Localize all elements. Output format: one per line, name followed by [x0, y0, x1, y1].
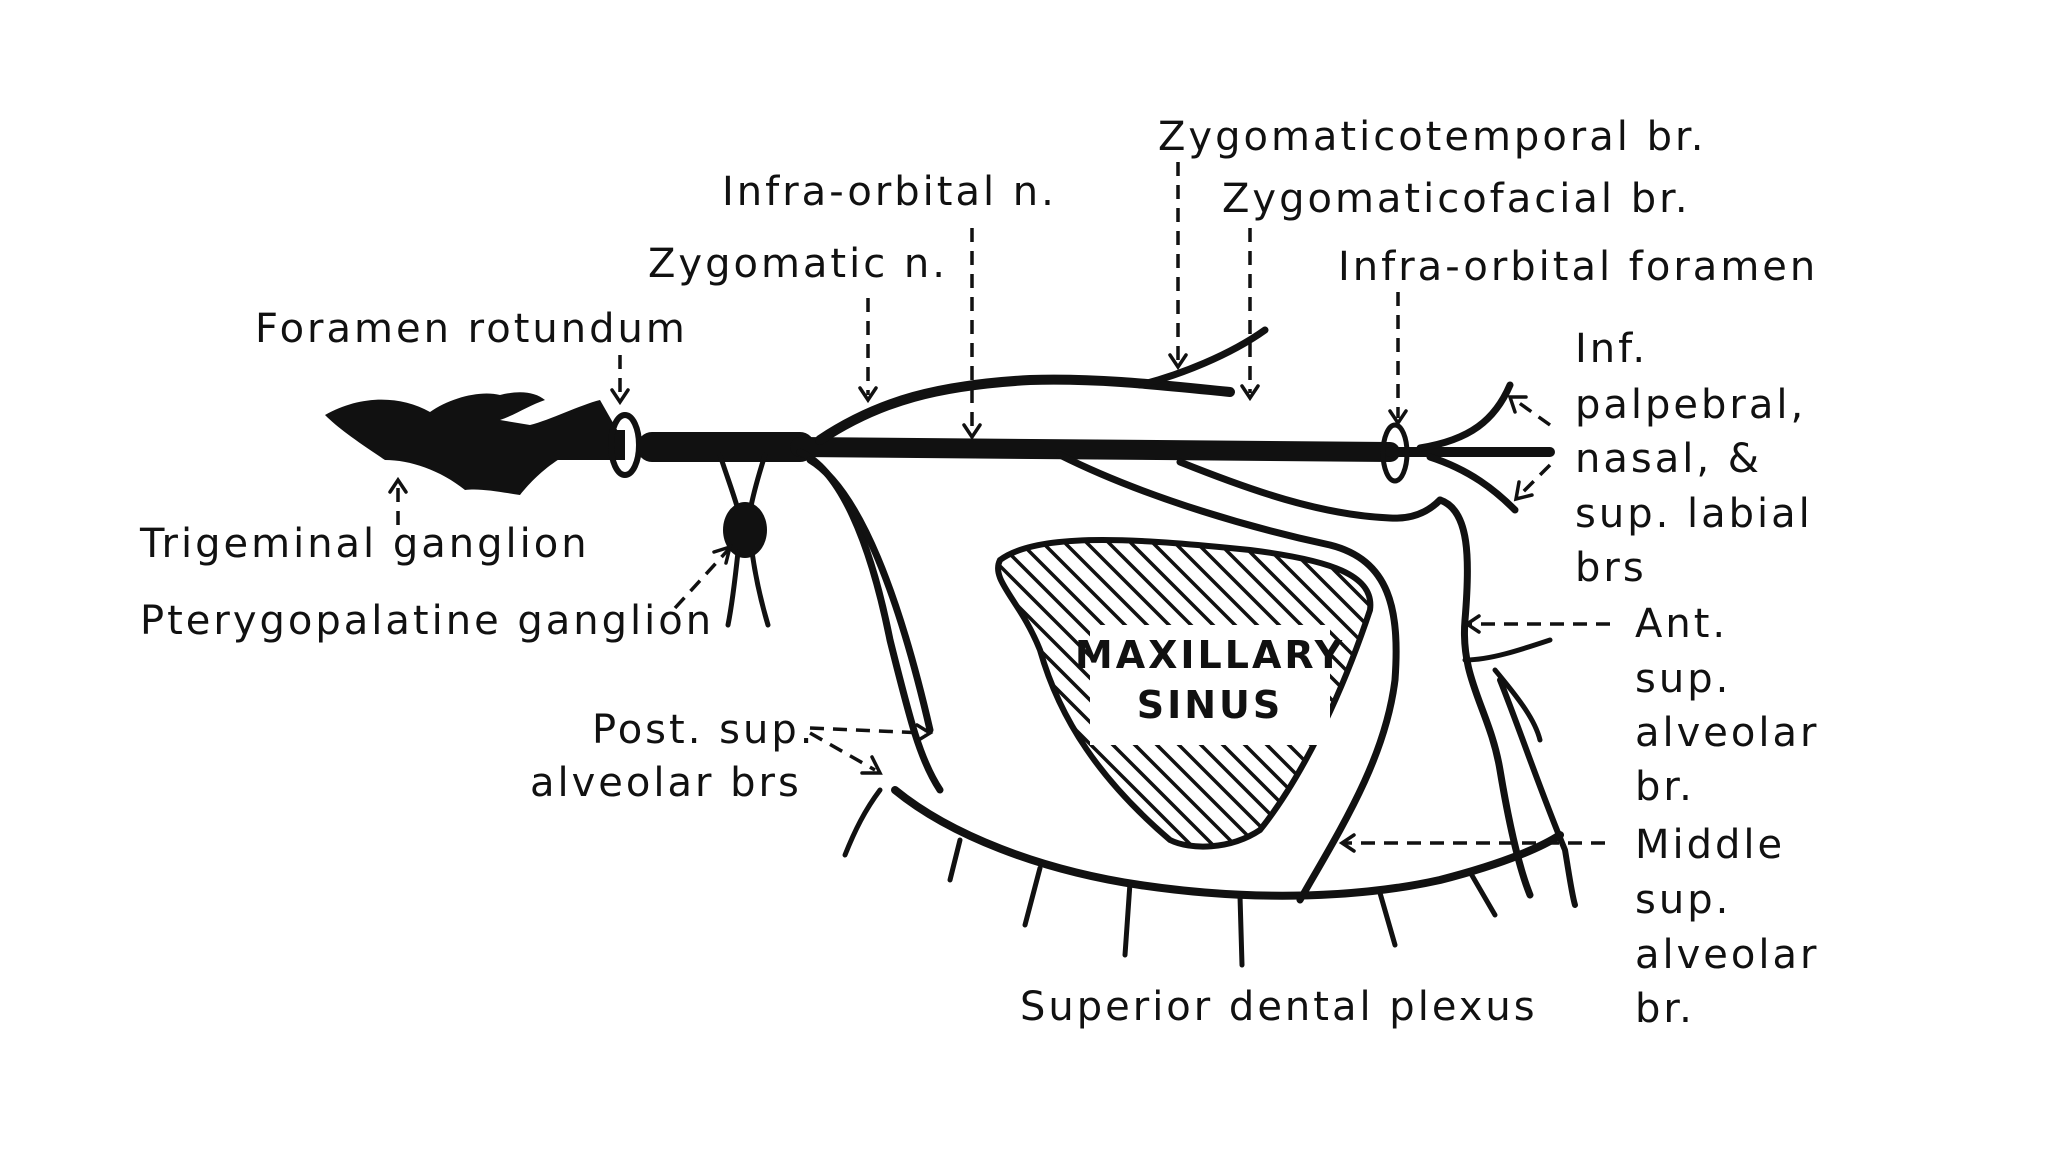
pterygopalatine-ganglion	[723, 502, 767, 558]
arrowhead	[1507, 395, 1528, 414]
sinus-hatch-line	[998, 540, 1230, 847]
ant-sup-alveolar-branch	[1436, 496, 1534, 899]
sinus-hatch-line	[998, 540, 1098, 847]
arrowhead	[1513, 480, 1534, 502]
labels: Zygomaticotemporal br. Zygomaticofacial …	[139, 114, 1819, 1032]
arrowhead	[712, 544, 733, 565]
zygomaticotemporal-branch	[1136, 326, 1269, 389]
ant-sup-alveolar-descending	[1497, 677, 1578, 908]
ant-sup-alveolar-twig	[1462, 637, 1553, 663]
superior-dental-plexus	[891, 786, 1564, 900]
post-sup-alveolar-twig	[842, 787, 883, 858]
arrowhead	[610, 388, 630, 406]
label-trigeminal-ganglion: Trigeminal ganglion	[139, 521, 590, 567]
ant-sup-alveolar-upper-loop	[1176, 458, 1444, 522]
arrowhead	[1168, 353, 1188, 371]
label-post-sup-alveolar-1: Post. sup.	[592, 707, 815, 753]
arrowhead	[1338, 833, 1356, 853]
label-infraorbital-n: Infra-orbital n.	[722, 169, 1057, 215]
infraorbital-nerve	[790, 437, 1400, 462]
terminal-branch-upper	[1416, 381, 1514, 452]
sinus-hatch-line	[634, 530, 964, 860]
sinus-hatch-line	[1292, 540, 1371, 847]
leader-pterygopalatine	[673, 548, 730, 610]
arrowhead	[388, 476, 408, 494]
label-foramen-rotundum: Foramen rotundum	[255, 306, 688, 352]
maxillary-sinus-outline	[995, 537, 1374, 850]
sinus-hatch-line	[1226, 540, 1371, 847]
sinus-hatch-line	[998, 540, 1120, 847]
dental-twigs	[947, 837, 1498, 968]
label-pterygopalatine-ganglion: Pterygopalatine ganglion	[140, 598, 714, 644]
post-sup-alveolar-branch-inner	[806, 456, 934, 734]
ganglion-trunk	[520, 430, 625, 460]
infraorbital-foramen-ring	[1380, 422, 1410, 484]
arrowhead	[915, 723, 934, 743]
dental-twig	[1022, 865, 1043, 928]
label-zygomaticofacial: Zygomaticofacial br.	[1222, 176, 1691, 222]
arrowhead	[1463, 614, 1481, 634]
label-zygomatic-n: Zygomatic n.	[648, 241, 948, 287]
leader-lines	[388, 162, 1610, 853]
sinus-label-backdrop	[1090, 625, 1330, 745]
dental-twig	[1467, 869, 1498, 918]
label-inf-palpebral-2: palpebral,	[1575, 382, 1806, 428]
arrowhead	[1240, 384, 1260, 402]
dental-twig	[1237, 893, 1245, 968]
label-post-sup-alveolar-2: alveolar brs	[530, 760, 802, 806]
sinus-hatch-line	[656, 530, 986, 860]
label-middle-sup-alveolar-1: Middle	[1635, 822, 1785, 868]
zygomatic-nerve	[815, 374, 1235, 445]
label-inf-palpebral-3: nasal, &	[1575, 436, 1762, 482]
leader-inf-palpebral-upper	[1513, 398, 1552, 427]
dental-twig	[947, 837, 963, 883]
arrowhead	[1388, 409, 1408, 427]
label-ant-sup-alveolar-2: sup.	[1635, 656, 1731, 702]
leader-post-sup-alveolar-upper	[809, 726, 926, 735]
label-ant-sup-alveolar-1: Ant.	[1635, 601, 1728, 647]
sinus-hatch-line	[998, 540, 1076, 847]
terminal-branch-lower	[1426, 453, 1519, 514]
label-middle-sup-alveolar-2: sup.	[1635, 877, 1731, 923]
label-zygomaticotemporal: Zygomaticotemporal br.	[1158, 114, 1706, 160]
dental-twig	[1122, 880, 1133, 958]
label-middle-sup-alveolar-4: br.	[1635, 986, 1695, 1032]
arrowhead	[860, 755, 883, 775]
label-inf-palpebral-4: sup. labial	[1575, 491, 1813, 537]
leader-post-sup-alveolar-lower	[809, 731, 876, 772]
sinus-hatch-line	[998, 540, 1252, 847]
middle-sup-alveolar-branch	[1056, 451, 1400, 904]
sinus-hatch-line	[612, 530, 942, 860]
pterygopalatine-branch-right	[749, 549, 771, 628]
maxillary-sinus-label-line2: SINUS	[1137, 683, 1284, 727]
label-infraorbital-foramen: Infra-orbital foramen	[1338, 244, 1818, 290]
arrowhead	[858, 386, 878, 404]
sinus-hatch-line	[1270, 540, 1371, 847]
label-superior-dental-plexus: Superior dental plexus	[1020, 984, 1538, 1030]
dental-twig	[1377, 890, 1398, 948]
label-ant-sup-alveolar-4: br.	[1635, 764, 1695, 810]
arrowhead	[962, 423, 982, 441]
label-inf-palpebral-5: brs	[1575, 545, 1647, 591]
label-inf-palpebral-1: Inf.	[1575, 326, 1648, 372]
label-ant-sup-alveolar-3: alveolar	[1635, 710, 1819, 756]
sinus-hatch-line	[1204, 540, 1371, 847]
trigeminal-ganglion-shape	[325, 392, 620, 495]
sinus-hatch-line	[998, 540, 1010, 847]
pterygopalatine-branch-left	[725, 549, 741, 628]
maxillary-sinus-label-line1: MAXILLARY	[1075, 633, 1345, 677]
label-middle-sup-alveolar-3: alveolar	[1635, 932, 1819, 978]
sinus-hatch-line	[1248, 540, 1371, 847]
leader-inf-palpebral-lower	[1518, 463, 1552, 497]
